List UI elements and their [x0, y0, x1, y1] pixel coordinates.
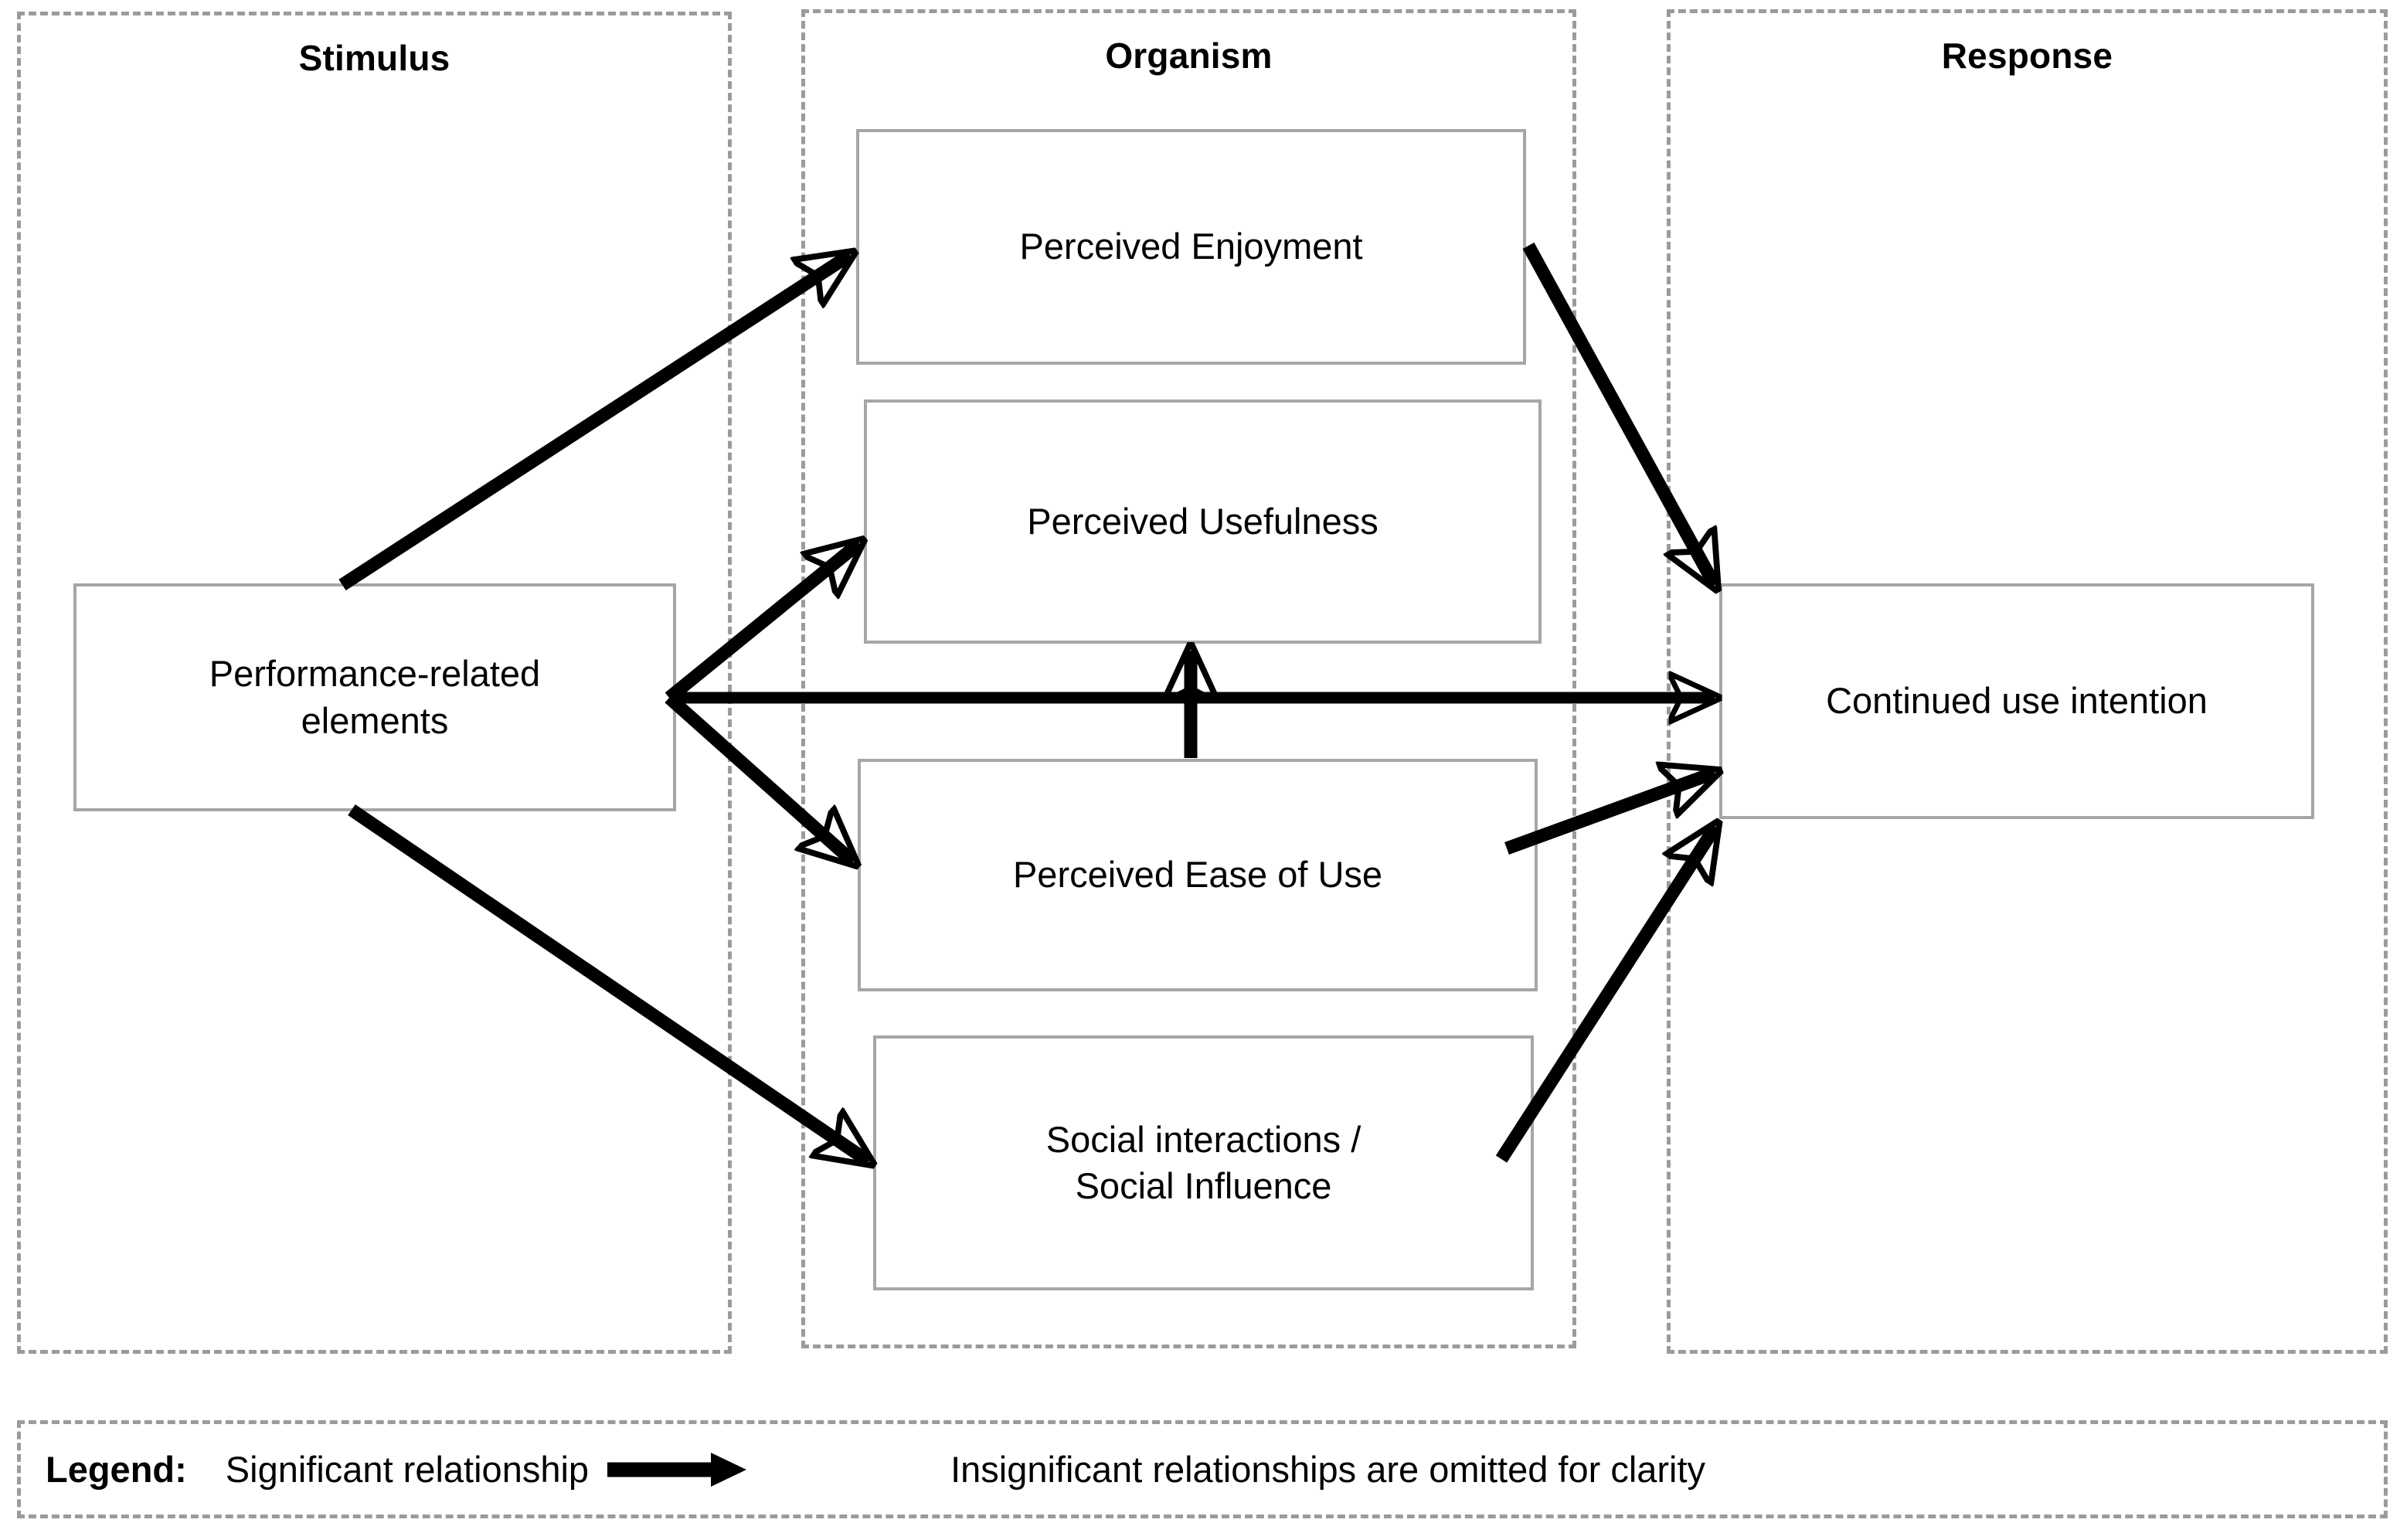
node-continued-use-intention-label: Continued use intention [1826, 680, 2208, 722]
node-perceived-ease-of-use[interactable]: Perceived Ease of Use [858, 759, 1538, 991]
node-perceived-enjoyment-label: Perceived Enjoyment [1019, 226, 1363, 267]
right-arrow-icon [606, 1448, 750, 1491]
legend-title: Legend: [46, 1449, 187, 1490]
node-perceived-usefulness-label: Perceived Usefulness [1027, 500, 1378, 542]
legend-insignificant-text: Insignificant relationships are omitted … [950, 1449, 1706, 1490]
label-line-2: Social Influence [1075, 1165, 1332, 1206]
node-perceived-ease-of-use-label: Perceived Ease of Use [1012, 854, 1383, 896]
label-line-2: elements [301, 699, 449, 741]
label-line-1: Social interactions / [1045, 1118, 1361, 1160]
label-line-1: Performance-related [209, 653, 541, 695]
panel-response-title: Response [1941, 36, 2113, 76]
node-performance-related-elements[interactable]: Performance-related elements [73, 583, 676, 811]
legend-significant-text: Significant relationship [225, 1449, 590, 1490]
legend: Legend: Significant relationship Insigni… [17, 1420, 2388, 1518]
panel-stimulus-title: Stimulus [298, 38, 450, 78]
node-continued-use-intention[interactable]: Continued use intention [1719, 583, 2314, 819]
node-social-interactions[interactable]: Social interactions / Social Influence [873, 1035, 1534, 1290]
node-perceived-usefulness[interactable]: Perceived Usefulness [864, 399, 1542, 644]
node-perceived-enjoyment[interactable]: Perceived Enjoyment [856, 129, 1526, 365]
node-social-interactions-label: Social interactions / Social Influence [1031, 1117, 1377, 1209]
panel-response [1667, 9, 2388, 1354]
node-performance-related-elements-label: Performance-related elements [194, 651, 556, 743]
panel-organism-title: Organism [1105, 36, 1273, 76]
